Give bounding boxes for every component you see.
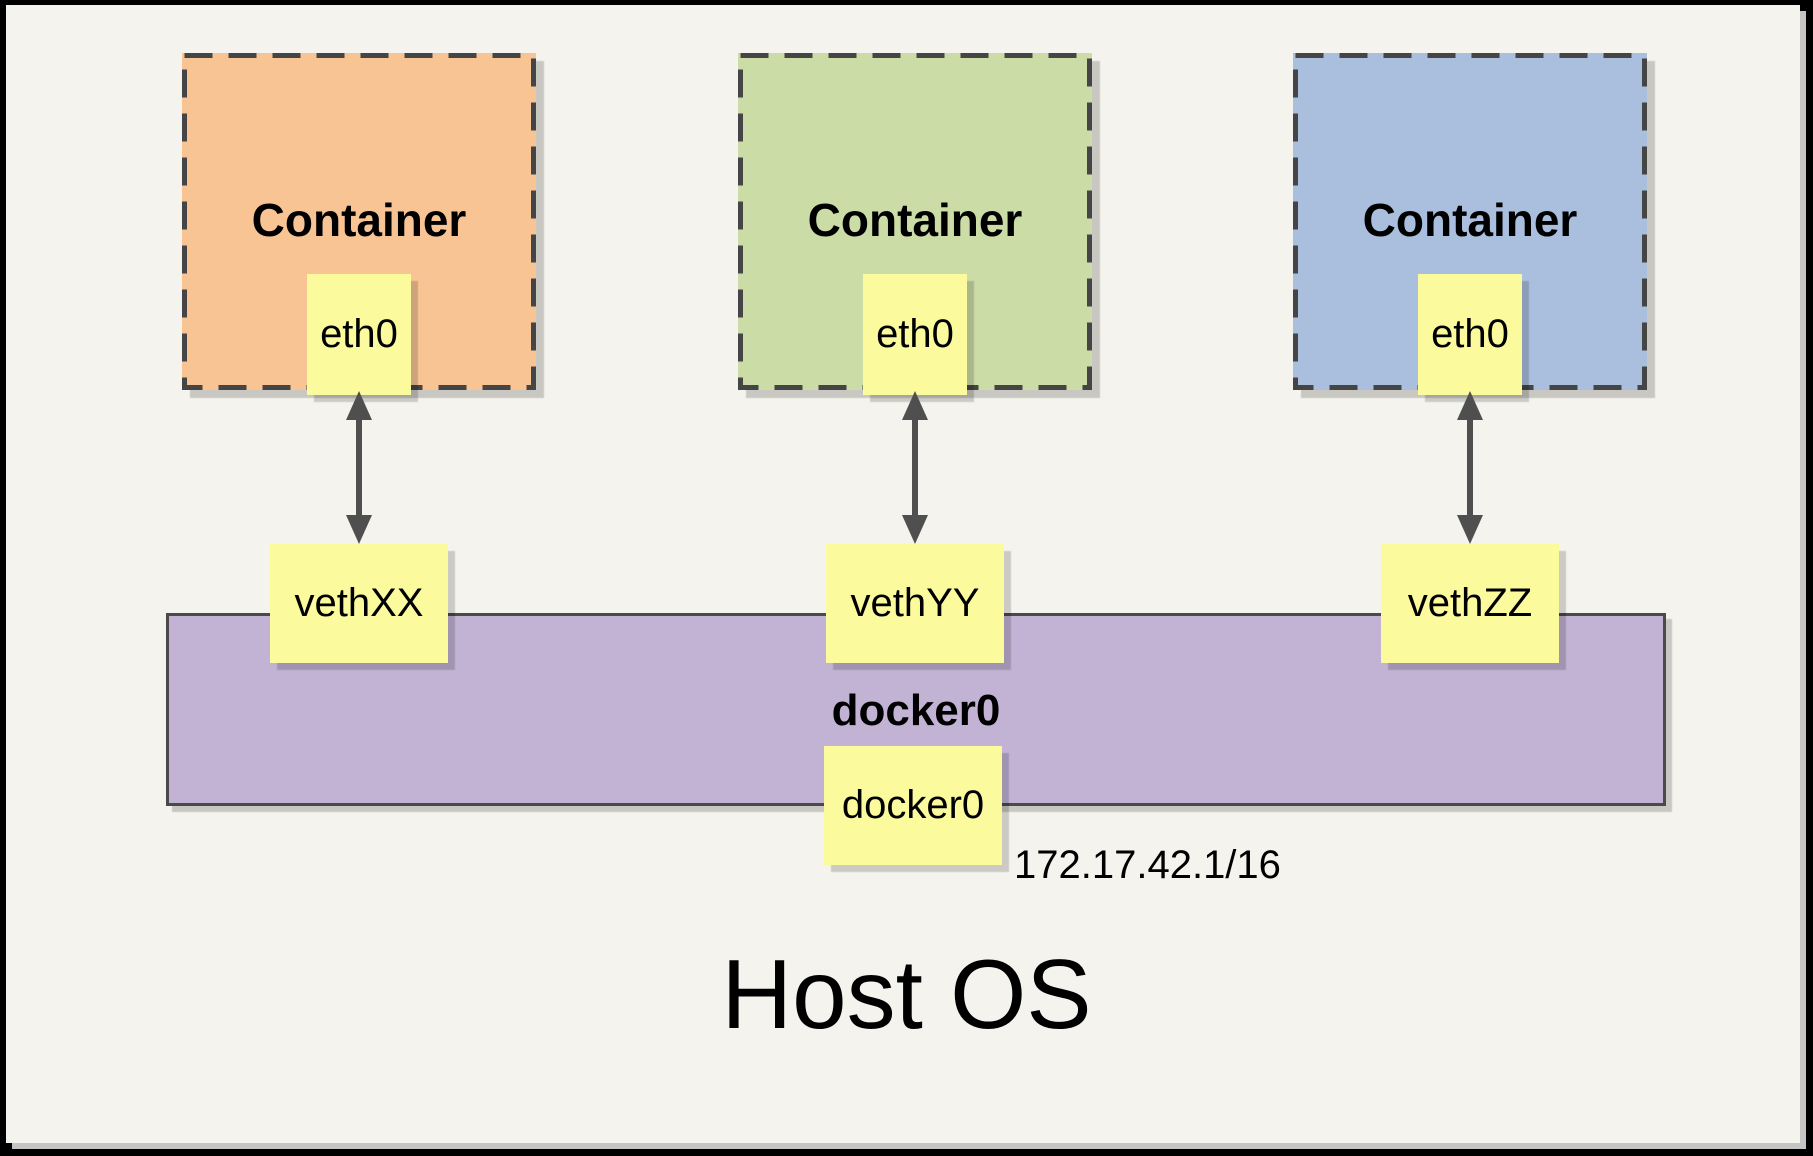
veth-label: vethXX bbox=[294, 581, 424, 625]
container-box: Container eth0 bbox=[182, 53, 536, 395]
container-box: Container eth0 bbox=[738, 53, 1092, 395]
container-label: Container bbox=[807, 194, 1023, 246]
veth-label: vethZZ bbox=[1407, 581, 1533, 625]
eth0-label: eth0 bbox=[876, 312, 954, 356]
eth0-label: eth0 bbox=[1431, 312, 1509, 356]
container-box: Container eth0 bbox=[1293, 53, 1647, 395]
bridge-ip-label: 172.17.42.1/16 bbox=[1014, 843, 1281, 887]
bidirectional-arrow-icon bbox=[1457, 391, 1483, 544]
docker0-interface-box: docker0 bbox=[824, 746, 1002, 865]
container-label: Container bbox=[1362, 194, 1578, 246]
veth-interface-box: vethYY bbox=[826, 544, 1004, 663]
eth0-interface-box: eth0 bbox=[307, 274, 411, 395]
veth-interface-box: vethXX bbox=[270, 544, 448, 663]
docker0-bridge-label: docker0 bbox=[831, 686, 1001, 735]
eth0-interface-box: eth0 bbox=[863, 274, 967, 395]
eth0-interface-box: eth0 bbox=[1418, 274, 1522, 395]
bidirectional-arrow-icon bbox=[902, 391, 928, 544]
docker0-interface-label: docker0 bbox=[841, 783, 985, 827]
eth0-label: eth0 bbox=[320, 312, 398, 356]
veth-interface-box: vethZZ bbox=[1381, 544, 1559, 663]
container-column-3: Container eth0 vethZZ bbox=[1293, 0, 1647, 1156]
host-os-label: Host OS bbox=[721, 939, 1092, 1049]
container-column-1: Container eth0 vethXX bbox=[182, 0, 536, 1156]
veth-label: vethYY bbox=[850, 581, 980, 625]
bidirectional-arrow-icon bbox=[346, 391, 372, 544]
container-column-2: Container eth0 vethYY bbox=[738, 0, 1092, 1156]
container-label: Container bbox=[251, 194, 467, 246]
